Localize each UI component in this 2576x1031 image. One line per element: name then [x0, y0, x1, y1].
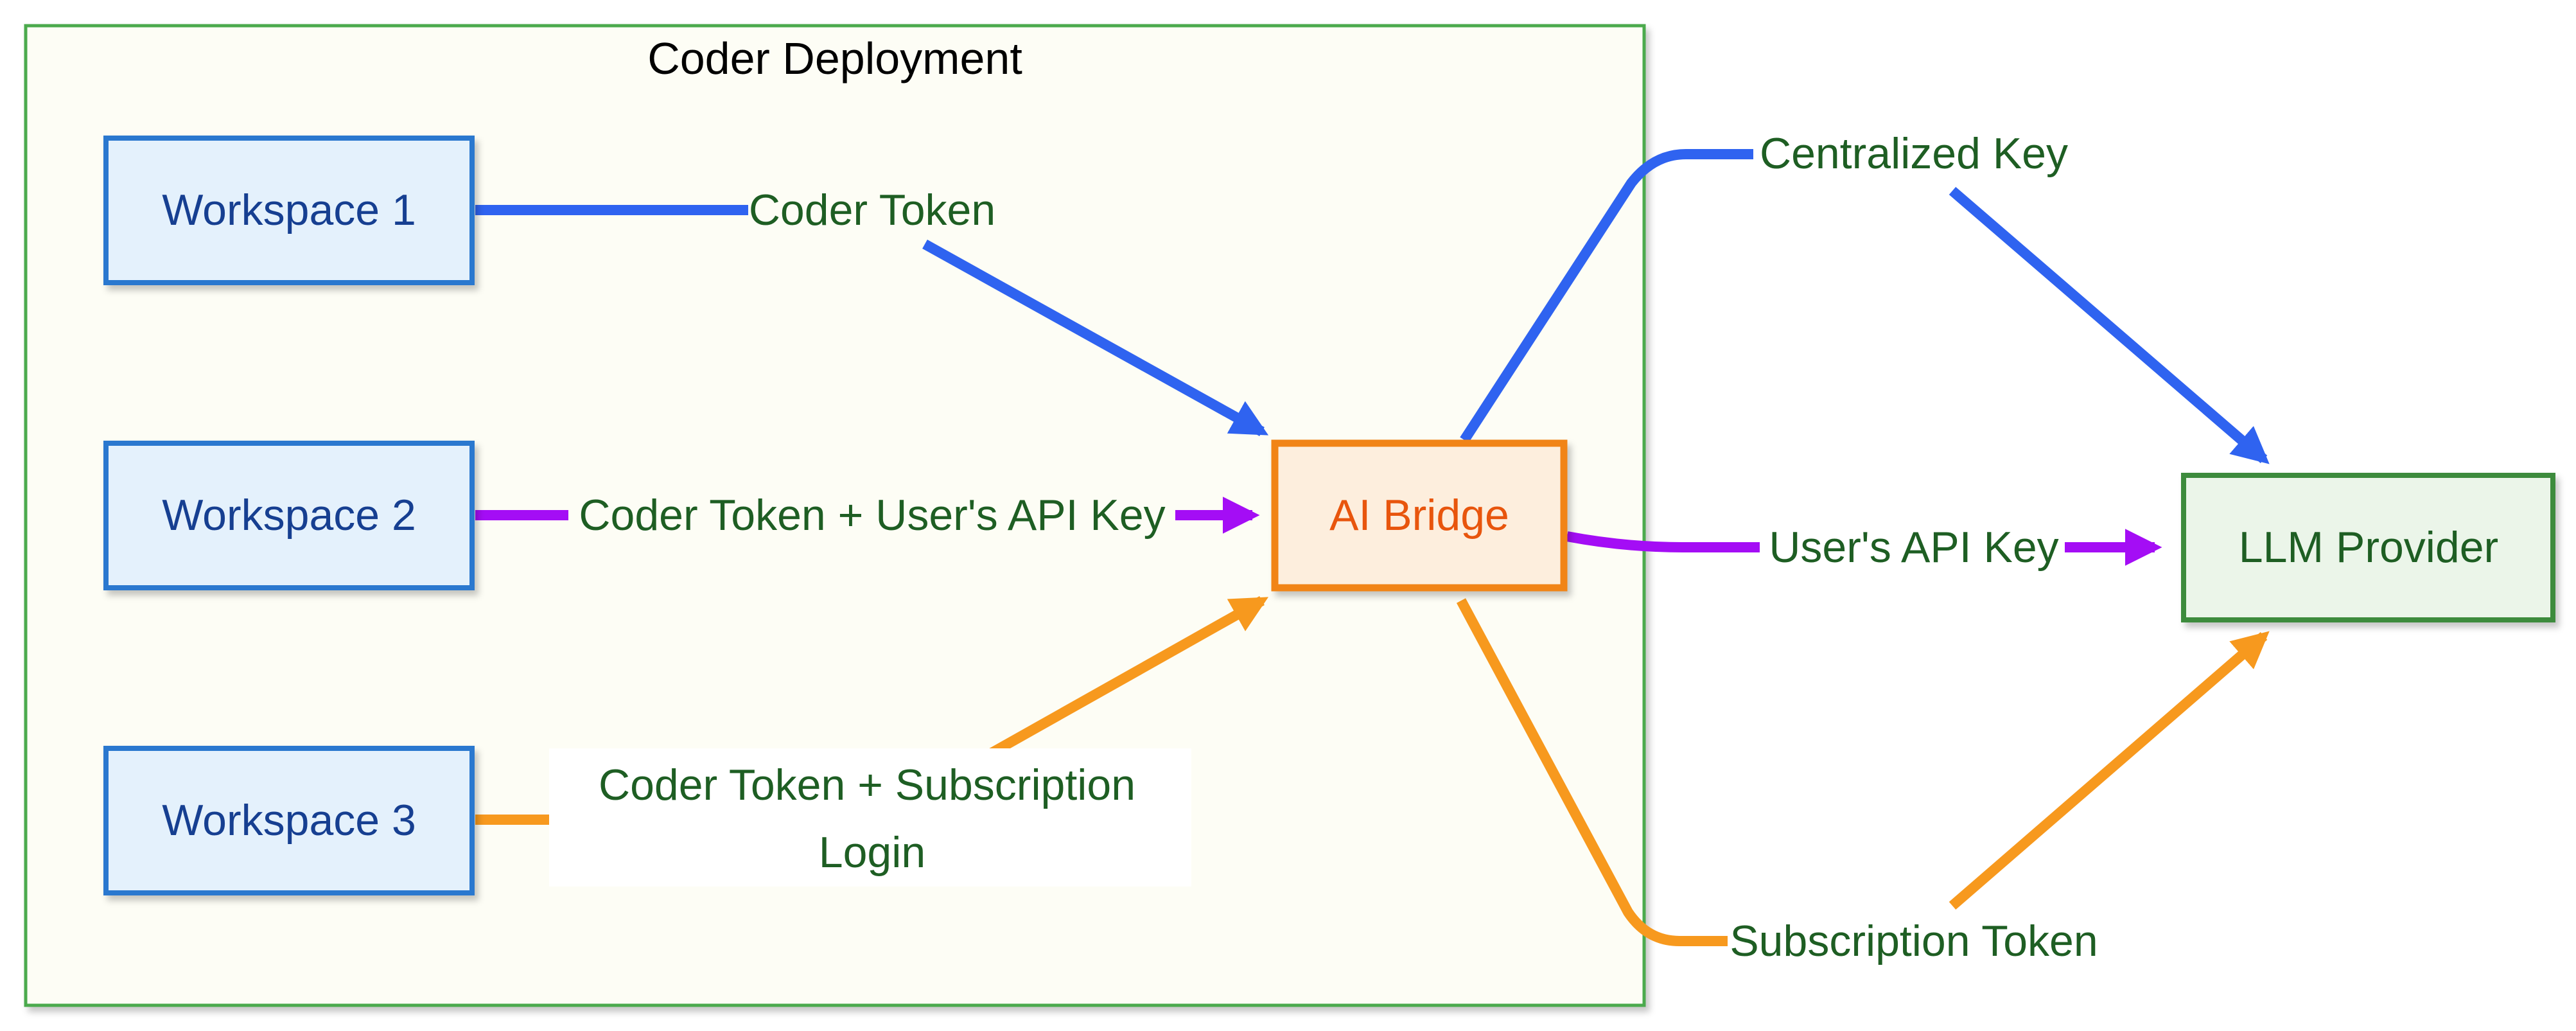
- edge-bridge-subscription-token: Subscription Token: [1456, 598, 2270, 965]
- edge-label-coder-token-user-key: Coder Token + User's API Key: [579, 491, 1165, 540]
- llm-provider-label: LLM Provider: [2239, 523, 2498, 572]
- edge-workspace3-to-bridge: Coder Token + Subscription Login: [475, 596, 1269, 886]
- edge-label-users-api-key: User's API Key: [1769, 523, 2058, 572]
- node-workspace-3: Workspace 3: [103, 746, 475, 895]
- workspace-1-label: Workspace 1: [162, 186, 416, 234]
- node-llm-provider: LLM Provider: [2181, 473, 2555, 622]
- edge-label-coder-token-subscription-line2: Login: [819, 828, 925, 877]
- node-ai-bridge: AI Bridge: [1271, 439, 1568, 592]
- edge-workspace1-to-bridge: Coder Token: [475, 186, 1269, 436]
- edge-label-coder-token-subscription-line1: Coder Token + Subscription: [599, 761, 1135, 809]
- edge-label-subscription-token: Subscription Token: [1730, 917, 2098, 965]
- edge-workspace2-to-bridge: Coder Token + User's API Key: [475, 491, 1260, 540]
- edge-bridge-users-api-key: User's API Key: [1566, 523, 2162, 572]
- workspace-3-label: Workspace 3: [162, 796, 416, 845]
- edge-bridge-centralized-key: Centralized Key: [1460, 129, 2270, 464]
- node-workspace-1: Workspace 1: [103, 136, 475, 285]
- workspace-2-label: Workspace 2: [162, 491, 416, 540]
- coder-deployment-title: Coder Deployment: [647, 33, 1022, 84]
- ai-bridge-label: AI Bridge: [1329, 491, 1509, 540]
- edge-label-coder-token: Coder Token: [749, 186, 995, 234]
- node-workspace-2: Workspace 2: [103, 441, 475, 590]
- edge-label-centralized-key: Centralized Key: [1760, 129, 2068, 178]
